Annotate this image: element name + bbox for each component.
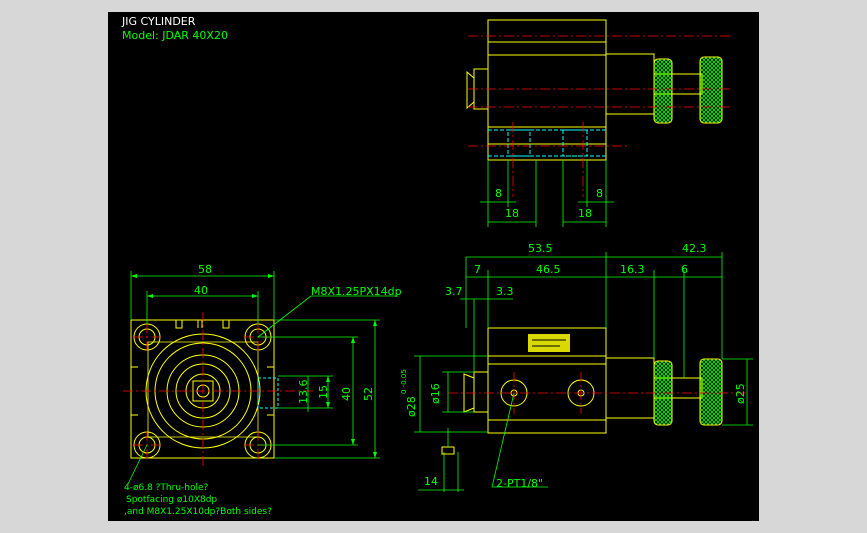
thread-callout: M8X1.25PX14dp: [311, 285, 402, 298]
side-dim-3-3: 3.3: [496, 285, 514, 298]
cad-drawing: [123, 19, 753, 492]
side-dim-42-3: 42.3: [682, 242, 707, 255]
side-dim-3-7: 3.7: [445, 285, 463, 298]
front-dim-40-vertical: 40: [340, 387, 353, 401]
side-dim-dia28-tolerance: 0 -0.05: [400, 369, 408, 394]
side-dim-dia28: ø28: [405, 396, 418, 417]
note-spotfacing: Spotfacing ø10X8dp: [126, 495, 218, 505]
side-dim-16-3: 16.3: [620, 263, 645, 276]
port-callout: 2-PT1/8": [496, 477, 544, 490]
top-dim-8-right: 8: [596, 187, 603, 200]
drawing-title: JIG CYLINDER: [122, 15, 196, 28]
front-dim-58: 58: [198, 263, 212, 276]
top-dim-18-right: 18: [578, 207, 592, 220]
side-dim-7: 7: [474, 263, 481, 276]
side-dim-53-5: 53.5: [528, 242, 553, 255]
note-thru-hole: 4-ø6.8 ?Thru-hole?: [124, 483, 209, 493]
side-view: [414, 252, 753, 492]
front-dim-13-6: 13.6: [297, 379, 310, 405]
top-dim-18-left: 18: [505, 207, 519, 220]
side-dim-46-5: 46.5: [536, 263, 561, 276]
side-dim-dia16: ø16: [429, 383, 442, 404]
front-dim-40-horizontal: 40: [194, 284, 208, 297]
side-dim-dia25: ø25: [734, 383, 747, 404]
front-dim-15: 15: [317, 385, 330, 399]
note-tapped: ,and M8X1.25X10dp?Both sides?: [124, 507, 272, 517]
side-dim-14: 14: [424, 475, 438, 488]
side-dim-6: 6: [681, 263, 688, 276]
drawing-sheet: JIG CYLINDER Model: JDAR 40X20 58 40 M8X…: [108, 12, 759, 521]
top-view: [466, 19, 733, 227]
front-view: [123, 271, 398, 485]
top-dim-8-left: 8: [495, 187, 502, 200]
front-dim-52: 52: [362, 387, 375, 401]
model-label: Model: JDAR 40X20: [122, 29, 228, 42]
